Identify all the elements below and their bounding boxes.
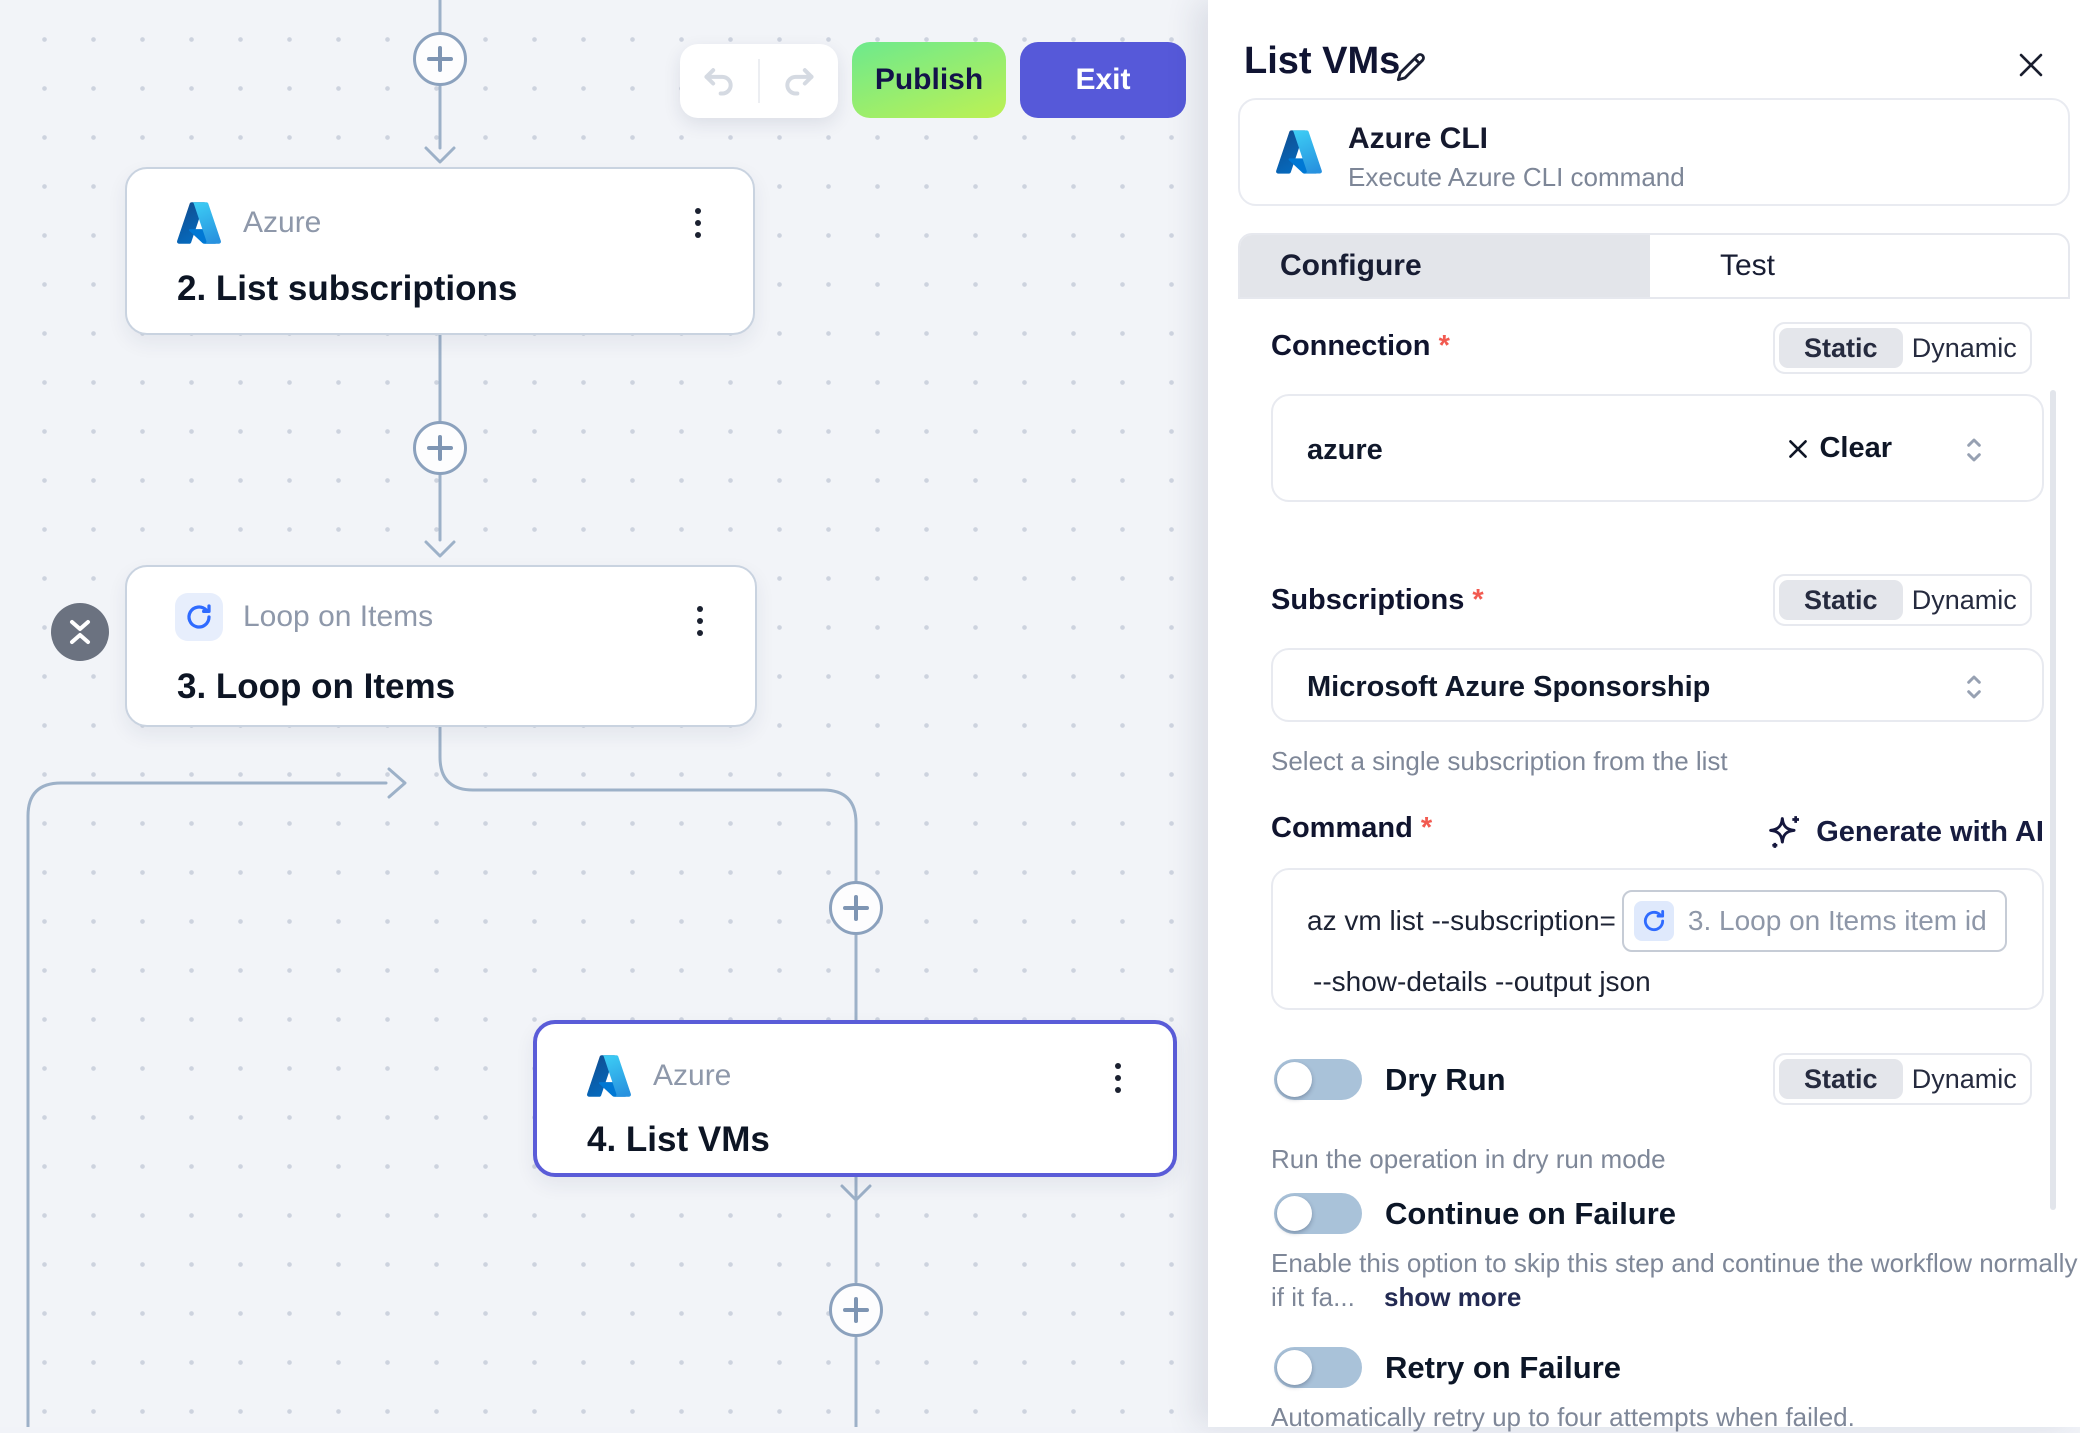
- node-list-subscriptions[interactable]: Azure 2. List subscriptions: [125, 167, 755, 335]
- node-menu-button[interactable]: [685, 601, 715, 641]
- chip-label: 3. Loop on Items item id: [1687, 905, 1987, 936]
- command-text-line2: --show-details --output json: [1313, 966, 1651, 997]
- loop-icon: [175, 593, 223, 641]
- clear-connection-button[interactable]: Clear: [1785, 432, 1892, 465]
- node-list-vms[interactable]: Azure 4. List VMs: [533, 1020, 1177, 1177]
- generate-with-ai-button[interactable]: Generate with AI: [1764, 812, 2044, 852]
- exit-button[interactable]: Exit: [1020, 42, 1186, 118]
- connection-select[interactable]: azure Clear: [1271, 394, 2044, 502]
- dynamic-option[interactable]: Dynamic: [1911, 332, 2017, 363]
- step-config-panel: List VMs Azure CLI Execute Azure CLI com…: [1208, 0, 2080, 1432]
- connection-mode-toggle: Static Dynamic: [1773, 322, 2032, 374]
- app-card[interactable]: Azure CLI Execute Azure CLI command: [1238, 98, 2070, 206]
- command-label: Command *: [1271, 812, 1433, 844]
- retry-on-failure-toggle[interactable]: [1274, 1347, 1362, 1388]
- subscriptions-select[interactable]: Microsoft Azure Sponsorship: [1271, 648, 2044, 722]
- node-menu-button[interactable]: [683, 203, 713, 243]
- node-menu-button[interactable]: [1103, 1058, 1133, 1098]
- app-name: Azure CLI: [1348, 122, 1489, 155]
- redo-button[interactable]: [760, 44, 838, 118]
- subscriptions-label: Subscriptions *: [1271, 584, 1484, 616]
- app-description: Execute Azure CLI command: [1348, 162, 1685, 192]
- static-option[interactable]: Static: [1779, 328, 1903, 368]
- panel-title: List VMs: [1244, 40, 1401, 82]
- node-app-label: Loop on Items: [243, 600, 434, 633]
- node-title: 3. Loop on Items: [177, 667, 456, 706]
- node-app-label: Azure: [653, 1059, 732, 1092]
- continue-on-failure-helper-line2: if it fa... show more: [1271, 1282, 1522, 1312]
- dry-run-helper: Run the operation in dry run mode: [1271, 1144, 1666, 1174]
- workflow-canvas[interactable]: Azure 2. List subscriptions Loop on Item…: [0, 0, 1208, 1427]
- add-step-button-top[interactable]: [413, 32, 467, 86]
- add-step-button-loop-body[interactable]: [829, 881, 883, 935]
- subscriptions-helper: Select a single subscription from the li…: [1271, 746, 1728, 776]
- collapse-icon: [70, 620, 90, 644]
- connection-label: Connection *: [1271, 330, 1450, 362]
- dry-run-mode-toggle: Static Dynamic: [1773, 1053, 2032, 1105]
- node-title: 2. List subscriptions: [177, 269, 518, 308]
- dry-run-label: Dry Run: [1385, 1062, 1506, 1097]
- node-title: 4. List VMs: [587, 1120, 770, 1159]
- redo-icon: [785, 68, 814, 96]
- dynamic-option[interactable]: Dynamic: [1911, 584, 2017, 615]
- retry-on-failure-helper: Automatically retry up to four attempts …: [1271, 1402, 1855, 1432]
- close-panel-button[interactable]: [2014, 48, 2048, 87]
- publish-button[interactable]: Publish: [852, 42, 1006, 118]
- undo-icon: [704, 68, 733, 96]
- command-text-line1: az vm list --subscription=: [1307, 905, 1616, 936]
- add-step-button-middle[interactable]: [413, 421, 467, 475]
- command-input[interactable]: az vm list --subscription= 3. Loop on It…: [1271, 868, 2044, 1010]
- collapse-loop-button[interactable]: [51, 603, 109, 661]
- loop-icon: [1633, 901, 1674, 941]
- azure-icon: [175, 199, 223, 247]
- continue-on-failure-toggle[interactable]: [1274, 1193, 1362, 1234]
- show-more-link[interactable]: show more: [1384, 1282, 1522, 1312]
- chevron-updown-icon: [1967, 675, 1981, 699]
- continue-on-failure-label: Continue on Failure: [1385, 1196, 1677, 1231]
- connection-value: azure: [1307, 434, 1383, 466]
- edit-name-button[interactable]: [1390, 48, 1430, 93]
- azure-cli-icon: [1274, 127, 1324, 177]
- azure-icon: [585, 1052, 633, 1100]
- sparkle-icon: [1769, 816, 1800, 848]
- dry-run-toggle[interactable]: [1274, 1059, 1362, 1100]
- subscriptions-mode-toggle: Static Dynamic: [1773, 574, 2032, 626]
- static-option[interactable]: Static: [1779, 580, 1903, 620]
- node-app-label: Azure: [243, 206, 322, 239]
- tab-configure[interactable]: Configure: [1240, 235, 1650, 297]
- undo-redo-group: [680, 44, 838, 118]
- node-loop-on-items[interactable]: Loop on Items 3. Loop on Items: [125, 565, 757, 727]
- panel-scrollbar[interactable]: [2050, 390, 2056, 1210]
- loop-item-variable-chip[interactable]: 3. Loop on Items item id: [1621, 890, 2007, 952]
- clear-x-icon: [1789, 439, 1808, 458]
- pencil-icon: [1396, 53, 1425, 82]
- close-icon: [2019, 53, 2043, 77]
- dynamic-option[interactable]: Dynamic: [1911, 1063, 2017, 1094]
- subscriptions-value: Microsoft Azure Sponsorship: [1307, 671, 1711, 703]
- undo-button[interactable]: [680, 44, 758, 118]
- chevron-updown-icon: [1967, 438, 1981, 462]
- static-option[interactable]: Static: [1779, 1059, 1903, 1099]
- add-step-button-bottom[interactable]: [829, 1283, 883, 1337]
- continue-on-failure-helper-line1: Enable this option to skip this step and…: [1271, 1248, 2078, 1278]
- tab-test[interactable]: Test: [1720, 249, 1776, 282]
- workflow-edges: [26, 0, 872, 1427]
- retry-on-failure-label: Retry on Failure: [1385, 1350, 1621, 1385]
- panel-tabs: Configure Test: [1238, 233, 2070, 299]
